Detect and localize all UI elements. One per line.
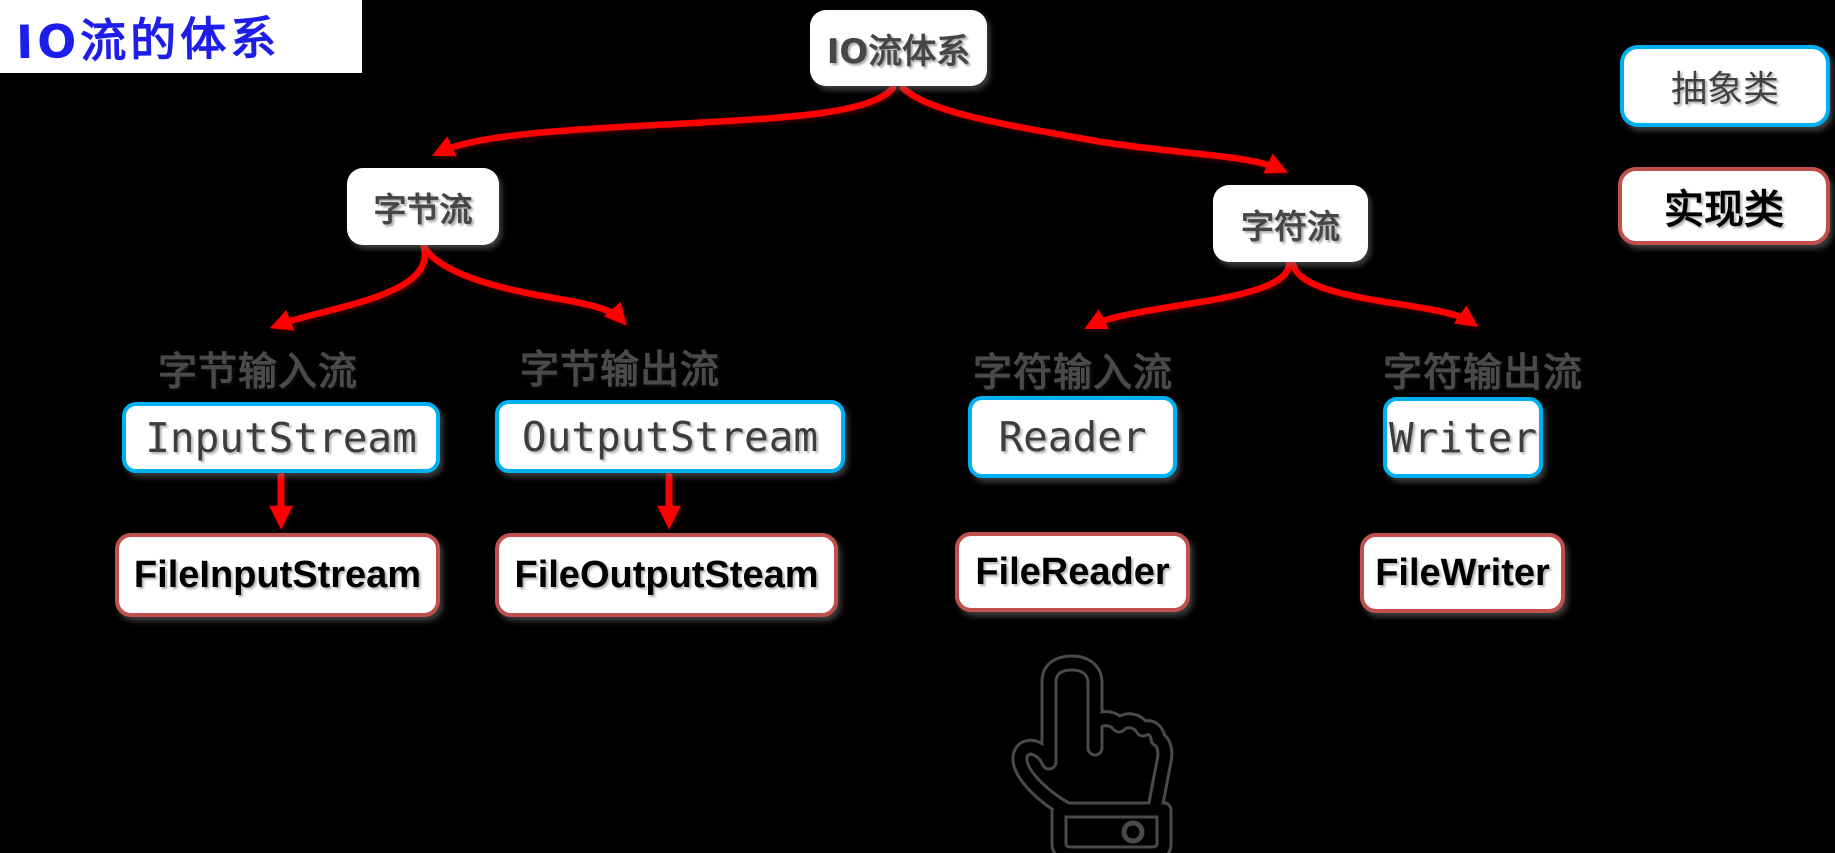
impl-label: FileReader <box>975 550 1170 593</box>
impl-box-fileinputstream: FileInputStream <box>115 533 440 617</box>
node-root: IO流体系 <box>810 10 987 86</box>
impl-box-filewriter: FileWriter <box>1360 533 1565 613</box>
arrow-root-to-char <box>899 84 1289 174</box>
legend-abstract-box: 抽象类 <box>1620 45 1830 127</box>
label-byte-input-stream: 字节输入流 <box>158 350 359 395</box>
arrow-char-to-reader <box>1084 260 1293 329</box>
abstract-box-reader: Reader <box>968 396 1177 478</box>
legend-abstract-label: 抽象类 <box>1670 69 1779 110</box>
abstract-label: Reader <box>998 413 1147 461</box>
page-title: IO流的体系 <box>15 10 281 69</box>
node-char-stream-label: 字符流 <box>1241 206 1340 246</box>
hand-pointer-icon <box>1011 654 1174 853</box>
abstract-box-outputstream: OutputStream <box>495 400 845 473</box>
node-byte-stream: 字节流 <box>347 168 499 245</box>
impl-box-fileoutputsteam: FileOutputSteam <box>495 533 838 617</box>
hand-cuff-button-dot <box>1121 820 1145 844</box>
node-byte-stream-label: 字节流 <box>373 189 473 229</box>
impl-label: FileOutputSteam <box>514 553 819 596</box>
abstract-label: Writer <box>1388 413 1538 462</box>
label-char-output-stream: 字符输出流 <box>1383 351 1584 396</box>
node-root-label: IO流体系 <box>826 31 971 72</box>
label-byte-output-stream: 字节输出流 <box>520 348 721 393</box>
abstract-label: OutputStream <box>521 412 819 461</box>
legend-implementation-box: 实现类 <box>1618 167 1830 245</box>
arrow-byte-to-input <box>269 243 429 331</box>
impl-label: FileInputStream <box>133 553 422 596</box>
arrow-char-to-writer <box>1289 260 1479 328</box>
label-char-input-stream: 字符输入流 <box>973 351 1174 396</box>
arrow-byte-to-output <box>420 243 627 326</box>
title-box: IO流的体系 <box>0 0 362 73</box>
abstract-label: InputStream <box>145 413 417 462</box>
arrow-root-to-byte <box>432 84 897 157</box>
abstract-box-writer: Writer <box>1383 397 1543 478</box>
impl-box-filereader: FileReader <box>955 532 1190 612</box>
node-char-stream: 字符流 <box>1213 185 1368 262</box>
legend-implementation-label: 实现类 <box>1664 187 1784 233</box>
impl-label: FileWriter <box>1375 551 1550 594</box>
abstract-box-inputstream: InputStream <box>122 402 440 473</box>
